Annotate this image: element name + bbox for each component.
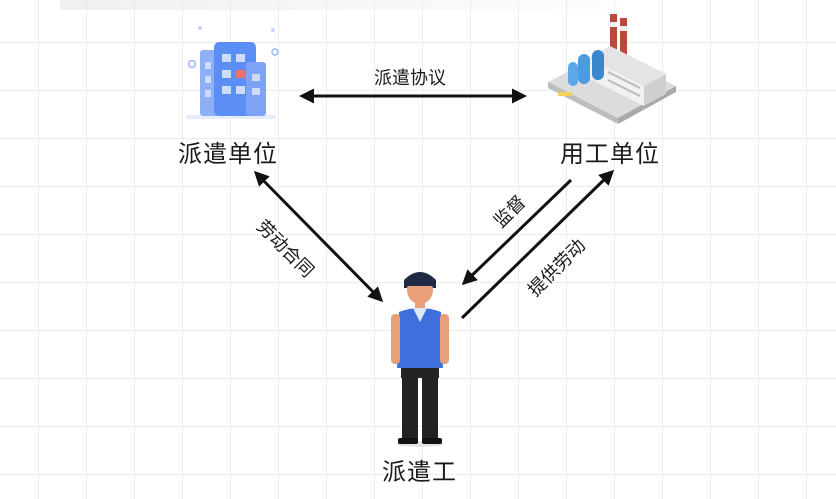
dispatch-agreement-label: 派遣协议	[374, 68, 446, 89]
supervision-arrow	[461, 178, 573, 286]
office-building-icon	[186, 26, 279, 119]
labor-contract-arrow	[253, 170, 384, 303]
employer-unit-label: 用工单位	[560, 140, 660, 168]
factory-icon	[548, 14, 676, 124]
worker-label: 派遣工	[382, 458, 457, 486]
top-banner-fragment	[60, 0, 620, 10]
dispatch-unit-label: 派遣单位	[178, 140, 278, 168]
provide-labor-arrow	[460, 169, 615, 320]
worker-figure	[391, 272, 449, 447]
